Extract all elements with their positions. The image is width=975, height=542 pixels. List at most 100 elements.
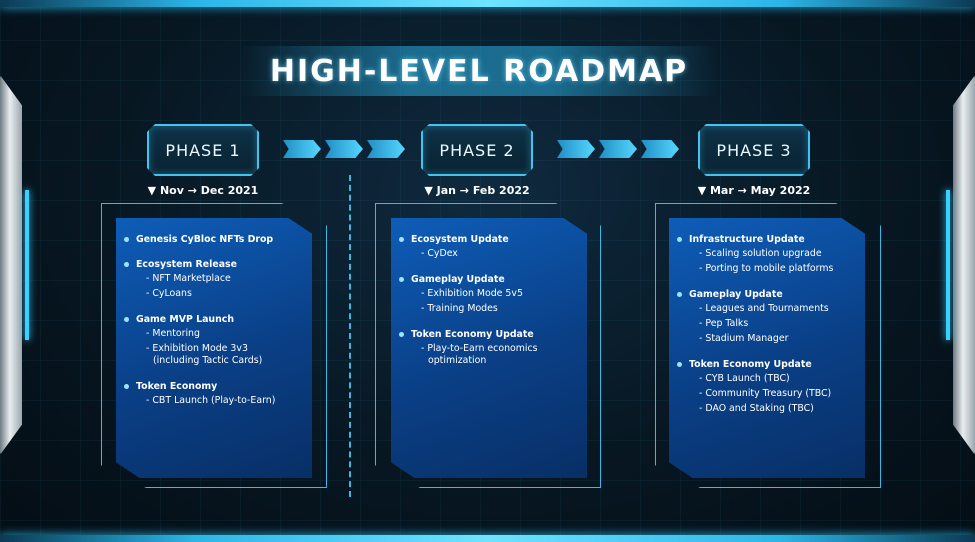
section-title-text: Ecosystem Update <box>411 234 509 245</box>
section-item-text: CBT Launch (Play-to-Earn) <box>152 395 276 406</box>
dash-icon: - <box>146 343 150 354</box>
section-item: -Mentoring <box>124 328 304 340</box>
phase-1-date: ▼ Nov → Dec 2021 <box>147 184 259 197</box>
section-title: Infrastructure Update <box>677 234 857 245</box>
section-item: -Play-to-Earn economics <box>399 343 579 355</box>
dash-icon: - <box>146 395 150 406</box>
roadmap-section: Gameplay Update-Exhibition Mode 5v5-Trai… <box>399 274 579 315</box>
section-title-text: Gameplay Update <box>689 289 783 300</box>
section-item: -Exhibition Mode 3v3 <box>124 343 304 355</box>
dash-icon: - <box>421 303 425 314</box>
section-item: -CyLoans <box>124 288 304 300</box>
dash-icon: - <box>699 333 703 344</box>
section-item-text: NFT Marketplace <box>152 273 231 284</box>
section-title-text: Token Economy Update <box>411 329 534 340</box>
arrow-phase-1-to-2 <box>283 140 405 158</box>
section-title-text: Token Economy Update <box>689 359 812 370</box>
section-item: -NFT Marketplace <box>124 273 304 285</box>
bullet-icon <box>677 292 682 297</box>
section-item: -Porting to mobile platforms <box>677 263 857 275</box>
section-item-text: Pep Talks <box>705 318 749 329</box>
phase-1-card-frame <box>101 203 327 488</box>
phase-2-card-frame <box>375 203 601 488</box>
dash-icon: - <box>699 373 703 384</box>
phase-3-date: ▼ Mar → May 2022 <box>697 184 811 197</box>
section-title: Ecosystem Update <box>399 234 579 245</box>
arrow-phase-2-to-3 <box>557 140 679 158</box>
phase-3-header: PHASE 3 <box>698 124 810 176</box>
bottom-glow-bar <box>0 535 975 542</box>
bullet-icon <box>124 262 129 267</box>
section-title: Game MVP Launch <box>124 314 304 325</box>
section-item: -Stadium Manager <box>677 333 857 345</box>
section-title: Token Economy Update <box>399 329 579 340</box>
section-item-text: Community Treasury (TBC) <box>705 388 832 399</box>
section-item: -DAO and Staking (TBC) <box>677 403 857 415</box>
section-item: -Community Treasury (TBC) <box>677 388 857 400</box>
dash-icon: - <box>146 328 150 339</box>
roadmap-section: Ecosystem Update -CyDex <box>399 234 579 260</box>
top-glow-bar <box>0 0 975 7</box>
section-title: Genesis CyBloc NFTs Drop <box>124 234 304 245</box>
phase-1-label: PHASE 1 <box>165 140 241 160</box>
phase-3-card: Infrastructure Update-Scaling solution u… <box>669 218 865 478</box>
section-title: Gameplay Update <box>399 274 579 285</box>
section-item: -CyDex <box>399 248 579 260</box>
bullet-icon <box>399 277 404 282</box>
section-item-continuation: optimization <box>428 355 487 366</box>
dash-icon: - <box>421 248 425 259</box>
bullet-icon <box>124 237 129 242</box>
section-item: -Leagues and Tournaments <box>677 303 857 315</box>
bullet-icon <box>677 362 682 367</box>
roadmap-section: Ecosystem Release-NFT Marketplace-CyLoan… <box>124 259 304 300</box>
roadmap-section: Token Economy Update-CYB Launch (TBC)-Co… <box>677 359 857 415</box>
section-title-text: Game MVP Launch <box>136 314 235 325</box>
dash-icon: - <box>699 263 703 274</box>
dash-icon: - <box>699 318 703 329</box>
title-banner: HIGH-LEVEL ROADMAP <box>240 46 718 96</box>
section-item-text: Porting to mobile platforms <box>705 263 834 274</box>
bullet-icon <box>677 237 682 242</box>
phase-1-header: PHASE 1 <box>147 124 259 176</box>
left-side-decoration <box>0 70 32 460</box>
dash-icon: - <box>699 248 703 259</box>
section-item: -Exhibition Mode 5v5 <box>399 288 579 300</box>
section-item: -CYB Launch (TBC) <box>677 373 857 385</box>
dash-icon: - <box>699 403 703 414</box>
section-title-text: Ecosystem Release <box>136 259 237 270</box>
section-title: Gameplay Update <box>677 289 857 300</box>
chevron-right-icon <box>599 140 637 158</box>
roadmap-section: Genesis CyBloc NFTs Drop <box>124 234 304 245</box>
section-title: Token Economy <box>124 381 304 392</box>
section-item-text: Scaling solution upgrade <box>705 248 822 259</box>
page-title: HIGH-LEVEL ROADMAP <box>269 53 689 89</box>
right-side-decoration <box>943 70 975 460</box>
section-item: -CBT Launch (Play-to-Earn) <box>124 395 304 407</box>
phase-2-date: ▼ Jan → Feb 2022 <box>424 184 530 197</box>
dash-icon: - <box>146 288 150 299</box>
section-title-text: Token Economy <box>136 381 218 392</box>
dash-icon: - <box>146 273 150 284</box>
roadmap-section: Infrastructure Update -Scaling solution u… <box>677 234 857 275</box>
bullet-icon <box>399 332 404 337</box>
phase-2-header: PHASE 2 <box>421 124 533 176</box>
phase-3-label: PHASE 3 <box>716 140 792 160</box>
section-item-text: DAO and Staking (TBC) <box>705 403 814 414</box>
section-item-text: Exhibition Mode 3v3 <box>152 343 248 354</box>
section-item-text: CYB Launch (TBC) <box>705 373 790 384</box>
section-item-text: Leagues and Tournaments <box>705 303 829 314</box>
section-item-continuation: (including Tactic Cards) <box>153 355 263 366</box>
phase-2-label: PHASE 2 <box>439 140 515 160</box>
section-item-text: Play-to-Earn economics <box>427 343 538 354</box>
dash-icon: - <box>699 388 703 399</box>
section-item-text: Exhibition Mode 5v5 <box>427 288 523 299</box>
section-item-text: CyDex <box>427 248 458 259</box>
chevron-right-icon <box>283 140 321 158</box>
section-item-text: CyLoans <box>152 288 192 299</box>
section-title-text: Infrastructure Update <box>689 234 805 245</box>
section-item-text: Stadium Manager <box>705 333 789 344</box>
section-title: Ecosystem Release <box>124 259 304 270</box>
dash-icon: - <box>421 343 425 354</box>
